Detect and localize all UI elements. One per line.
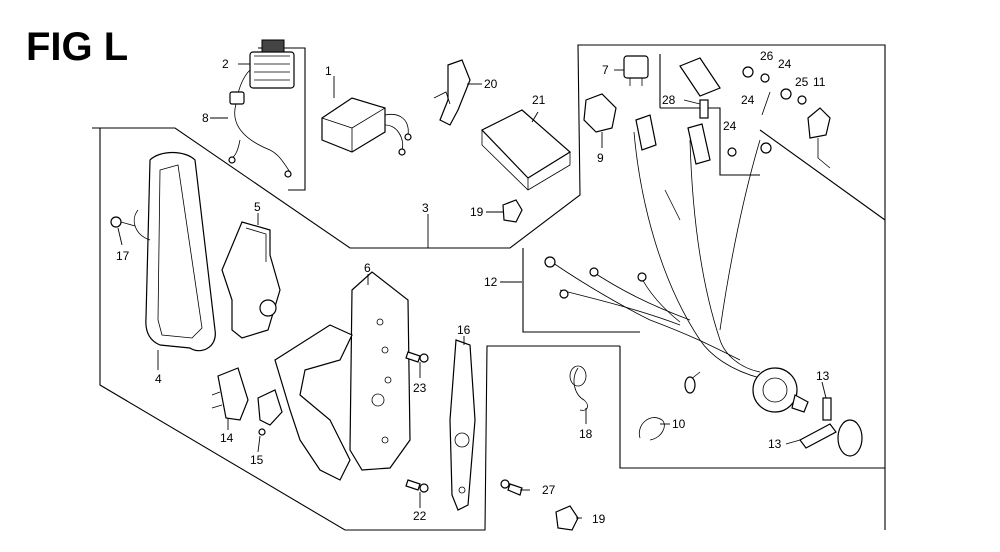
callout-3: 3 — [422, 201, 429, 215]
regulator-part — [235, 39, 295, 101]
connector-7-part — [623, 55, 649, 86]
clip-lower-part — [555, 505, 579, 531]
callout-25: 25 — [795, 75, 809, 89]
callout-17: 17 — [116, 249, 130, 263]
switch-14-part — [211, 367, 249, 421]
callout-13b: 13 — [768, 437, 782, 451]
figure-title: FIG L — [26, 25, 128, 69]
leader-lines — [117, 63, 827, 519]
callout-26: 26 — [760, 49, 774, 63]
gasket-part — [449, 339, 476, 511]
clip-upper-part — [502, 199, 523, 223]
callout-12: 12 — [484, 275, 498, 289]
callout-2: 2 — [222, 57, 229, 71]
callout-11: 11 — [813, 75, 826, 89]
callout-15: 15 — [250, 453, 264, 467]
callout-24a: 24 — [741, 93, 755, 107]
callout-20: 20 — [484, 77, 498, 91]
clip-part — [433, 59, 471, 126]
callout-27: 27 — [542, 483, 556, 497]
callout-21: 21 — [532, 93, 546, 107]
callout-9: 9 — [597, 151, 604, 165]
panel-part — [274, 271, 411, 481]
callout-5: 5 — [254, 200, 261, 214]
callout-24c: 24 — [723, 119, 737, 133]
hardware-cluster-part — [727, 66, 831, 169]
callout-7: 7 — [602, 63, 609, 77]
screw-22-part — [405, 479, 429, 493]
holder-9-part — [583, 93, 617, 133]
callout-4: 4 — [155, 372, 162, 386]
callout-6: 6 — [364, 261, 371, 275]
fuse-28-part — [699, 99, 709, 119]
cover-part — [133, 151, 216, 352]
cover-26-part — [679, 57, 721, 97]
bolt-27-part — [500, 479, 523, 496]
callout-18: 18 — [579, 427, 593, 441]
group-boundaries — [92, 44, 886, 531]
callout-labels: 1 2 3 4 5 6 7 8 9 10 11 12 13 13 14 15 1… — [116, 49, 830, 526]
clamp-18-part — [569, 365, 588, 411]
callout-14: 14 — [220, 431, 234, 445]
callout-23: 23 — [413, 381, 427, 395]
bracket-5-part — [221, 221, 281, 339]
switch-15-part — [257, 389, 283, 436]
screw-17-part — [110, 216, 136, 228]
ignition-module-part — [321, 97, 412, 156]
callout-24b: 24 — [778, 57, 792, 71]
callout-1: 1 — [325, 64, 332, 78]
clamp-10-part — [638, 417, 665, 441]
pad-part — [481, 109, 572, 191]
wire-harness-part — [544, 114, 809, 413]
callout-19b: 19 — [592, 512, 606, 526]
callout-13a: 13 — [816, 369, 830, 383]
callout-8: 8 — [202, 111, 209, 125]
callout-19a: 19 — [470, 205, 484, 219]
callout-22: 22 — [413, 509, 427, 523]
lead-wire-part — [228, 91, 292, 178]
screw-23-part — [405, 351, 429, 363]
callout-10: 10 — [672, 417, 686, 431]
callout-28: 28 — [662, 93, 676, 107]
callout-16: 16 — [457, 323, 471, 337]
key-13-part — [799, 397, 863, 457]
